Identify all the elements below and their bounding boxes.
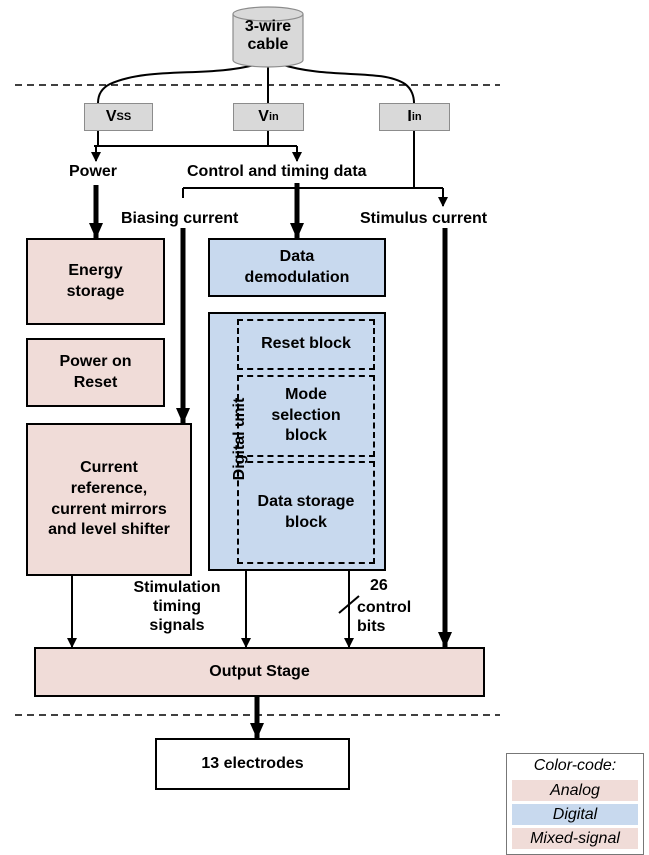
legend-item-analog: Analog	[512, 780, 638, 801]
control-bits-count: 26	[370, 577, 388, 594]
legend-label-digital: Digital	[552, 805, 598, 823]
mode-selection-block: Mode selection block	[237, 375, 375, 457]
energy-storage-block: Energy storage	[26, 238, 165, 325]
stimulation-timing-label: Stimulation timing signals	[133, 579, 221, 635]
bus-slash	[338, 595, 360, 614]
iin-subscript: in	[411, 111, 422, 123]
legend-label-mixed-signal: Mixed-signal	[530, 829, 620, 847]
data-storage-block: Data storage block	[237, 461, 375, 564]
biasing-current-label: Biasing current	[121, 210, 239, 227]
data-demodulation-block: Data demodulation	[208, 238, 386, 297]
legend-title: Color-code:	[533, 757, 617, 774]
control-timing-label: Control and timing data	[187, 163, 367, 180]
current-reference-block: Current reference, current mirrors and l…	[26, 423, 192, 576]
vin-label: V	[258, 108, 269, 125]
vss-label: V	[105, 108, 117, 125]
cable-icon	[232, 6, 304, 68]
power-on-reset-block: Power on Reset	[26, 338, 165, 407]
legend-item-mixed-signal: Mixed-signal	[512, 828, 638, 849]
cable-wire-iin	[279, 63, 415, 104]
vin-subscript: in	[268, 111, 279, 123]
legend-label-analog: Analog	[550, 781, 600, 799]
control-bits-label: control bits	[357, 599, 412, 636]
iin-label: I	[407, 108, 412, 125]
power-label: Power	[69, 163, 118, 180]
legend-item-digital: Digital	[512, 804, 638, 825]
electrodes-block: 13 electrodes	[155, 738, 350, 790]
color-code-legend: Color-code: Analog Digital Mixed-signal	[506, 753, 644, 855]
cable-wire-vss	[97, 63, 259, 104]
stimulus-current-label: Stimulus current	[360, 210, 488, 227]
cable-label: 3-wire cable	[244, 17, 292, 53]
reset-block: Reset block	[237, 319, 375, 370]
vss-subscript: SS	[116, 111, 132, 123]
output-stage-block: Output Stage	[34, 647, 485, 697]
